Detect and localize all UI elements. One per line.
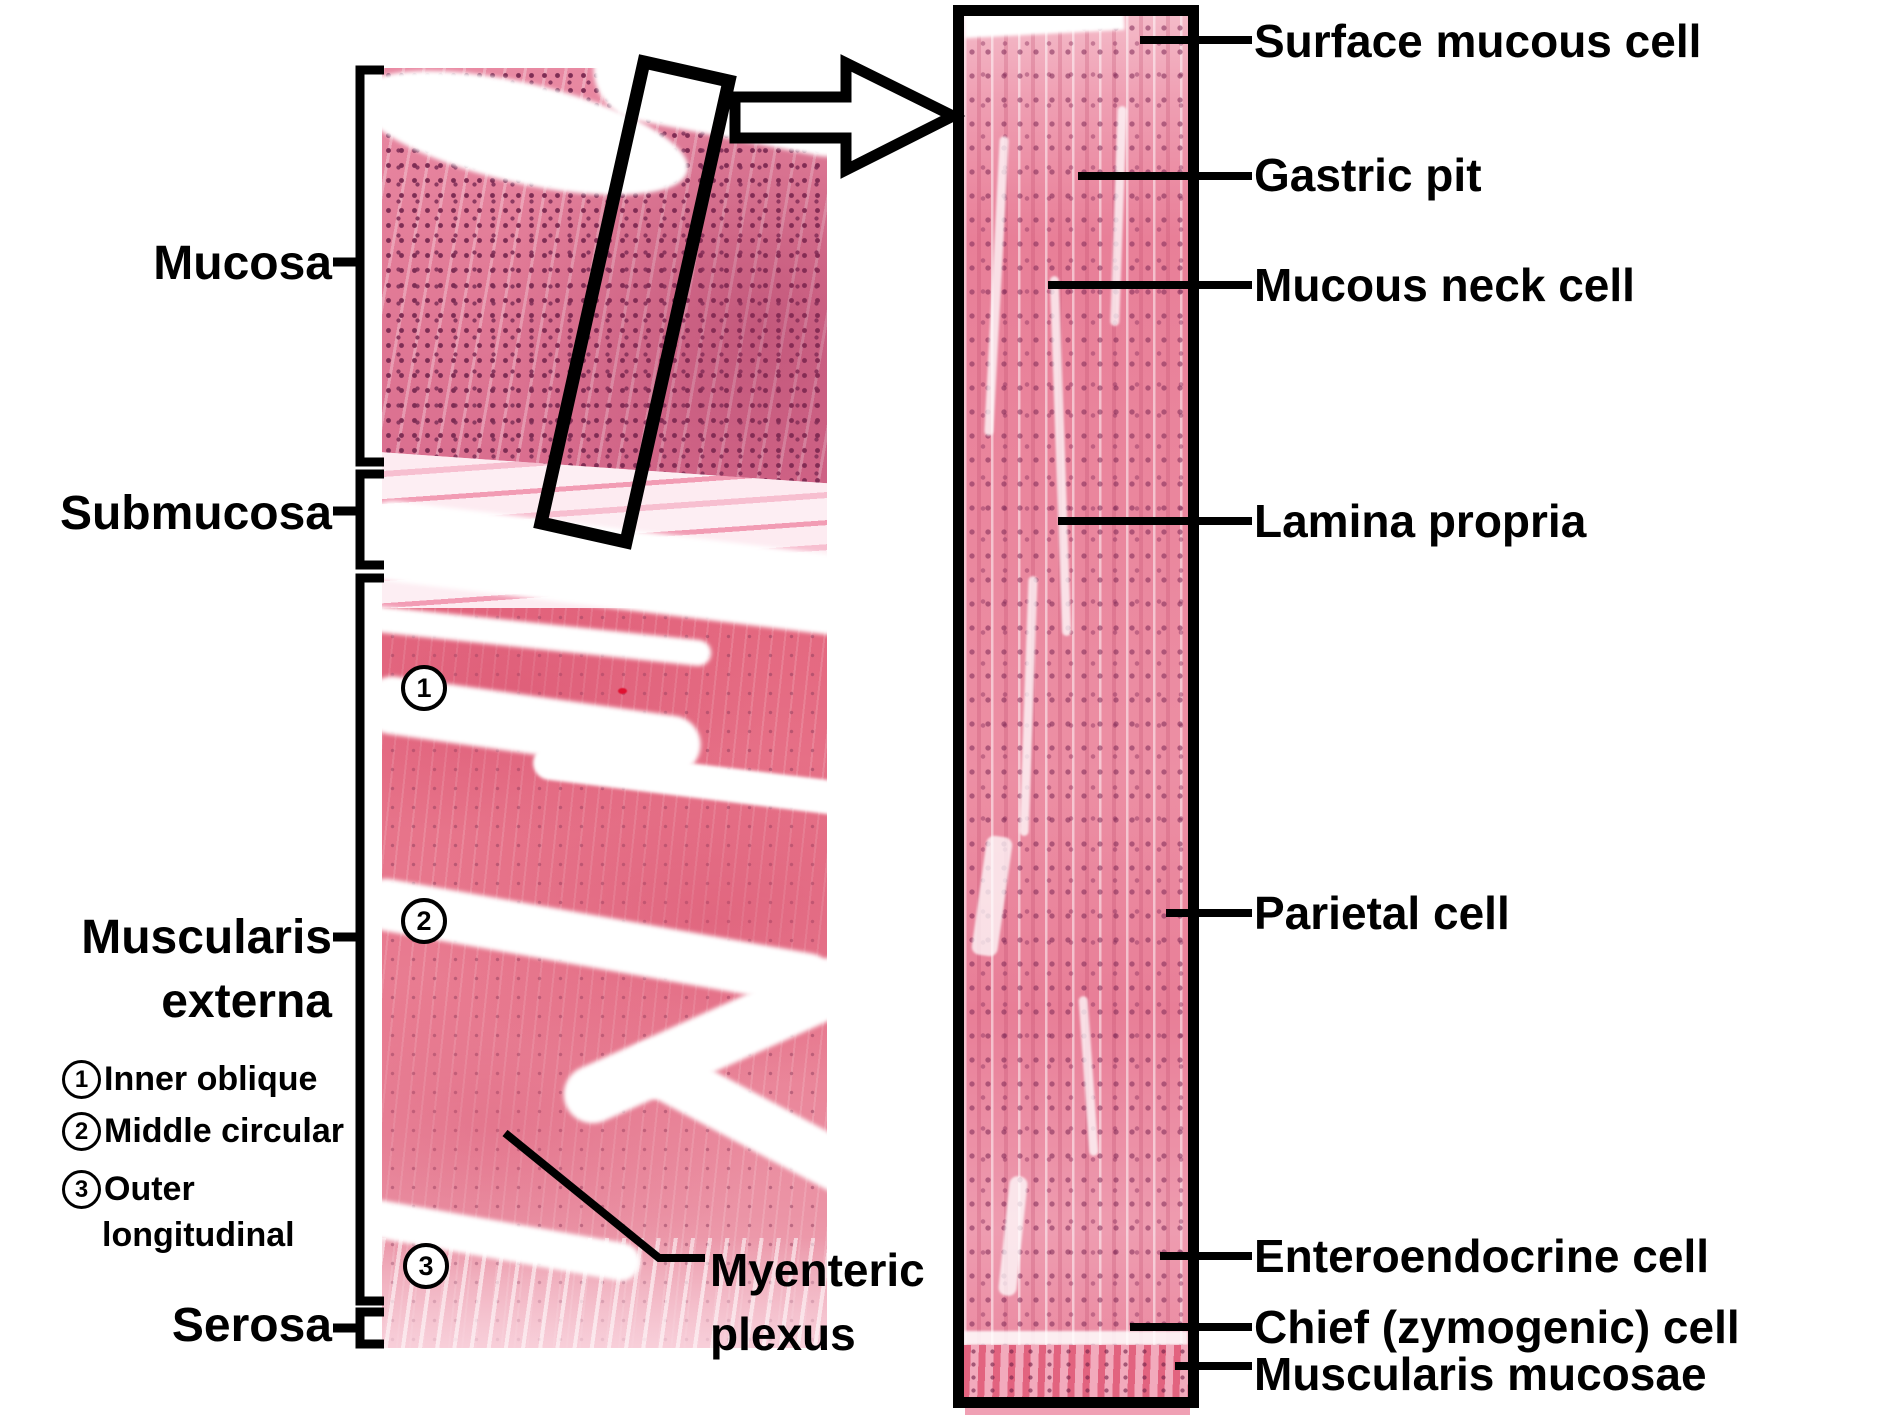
chief-cell-label: Chief (zymogenic) cell [1254,1301,1740,1353]
serosa-label: Serosa [171,1299,332,1352]
gland-white-streak [984,135,1009,437]
serosa-bracket [333,1307,384,1349]
legend-text: Outer [104,1170,195,1208]
marker-number: 1 [416,672,432,703]
submucosa-bracket [333,469,384,570]
parietal-cell-label: Parietal cell [1254,887,1510,939]
stomach-wall-micrograph: 1 2 3 [382,68,827,1348]
muscularis-externa-bracket [333,573,384,1306]
gland-white-streak [997,1175,1029,1297]
gland-white-streak [970,834,1014,958]
legend-item-middle-circular: 2 Middle circular [62,1112,344,1151]
enteroendocrine-cell-label: Enteroendocrine cell [1254,1230,1710,1282]
legend-text-line2: longitudinal [102,1216,295,1254]
photo-edge-sliver [965,1406,1190,1415]
mucosa-label: Mucosa [153,237,332,290]
legend-item-outer-longitudinal: 3 Outer [62,1170,195,1209]
submucosa-label: Submucosa [59,487,332,540]
muscularis-externa-label: Muscularis externa [81,906,332,1034]
myenteric-plexus-label-line2: plexus [710,1308,856,1360]
magnified-gastric-gland-strip [953,5,1199,1408]
marker-number: 2 [416,905,432,936]
lumen-white-space [964,16,1125,39]
gastric-pit-label: Gastric pit [1254,149,1482,201]
mucous-neck-cell-label: Mucous neck cell [1254,259,1635,311]
marker-number: 3 [418,1250,434,1281]
circled-number-icon: 2 [62,1112,101,1151]
gland-white-streak [1110,105,1127,327]
muscularis-mucosae-label: Muscularis mucosae [1254,1348,1707,1400]
muscularis-externa-label-line1: Muscularis [81,911,332,964]
mucosa-bracket [333,65,384,467]
muscularis-externa-label-line2: externa [161,975,332,1028]
circled-number-icon: 1 [62,1060,101,1099]
legend-number: 2 [74,1117,89,1145]
legend-number: 1 [74,1065,89,1093]
legend-number: 3 [74,1175,89,1203]
tissue-cleft [964,1331,1188,1345]
gastric-gland-texture [964,16,1188,1397]
gland-white-streak [1019,575,1038,837]
gland-white-streak [1049,275,1072,637]
gland-white-streak [1078,995,1099,1157]
legend-text: Inner oblique [104,1060,318,1098]
myenteric-plexus-label-line1: Myenteric [710,1244,925,1296]
layer-marker-2: 2 [401,898,447,944]
muscularis-mucosae-band [964,1345,1188,1397]
surface-mucous-cell-label: Surface mucous cell [1254,15,1702,67]
myenteric-plexus-label: Myenteric plexus [710,1238,925,1366]
lamina-propria-label: Lamina propria [1254,495,1587,547]
layer-marker-1: 1 [401,665,447,711]
circled-number-icon: 3 [62,1170,101,1209]
layer-marker-3: 3 [403,1243,449,1289]
legend-text: Middle circular [104,1112,344,1150]
legend-item-inner-oblique: 1 Inner oblique [62,1060,317,1099]
blood-vessel-speck [618,688,627,694]
